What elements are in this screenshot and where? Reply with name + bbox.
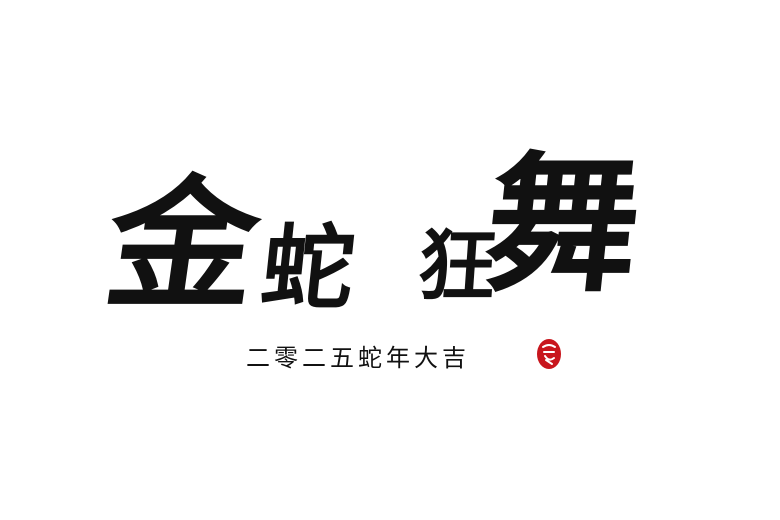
red-seal-stamp [536,338,562,370]
title-char-jin: 金 [96,161,270,329]
title-char-she: 蛇 [256,214,360,322]
subtitle-text: 二零二五蛇年大吉 [246,344,470,372]
seal-icon [537,339,561,369]
title-char-wu: 舞 [477,137,649,313]
